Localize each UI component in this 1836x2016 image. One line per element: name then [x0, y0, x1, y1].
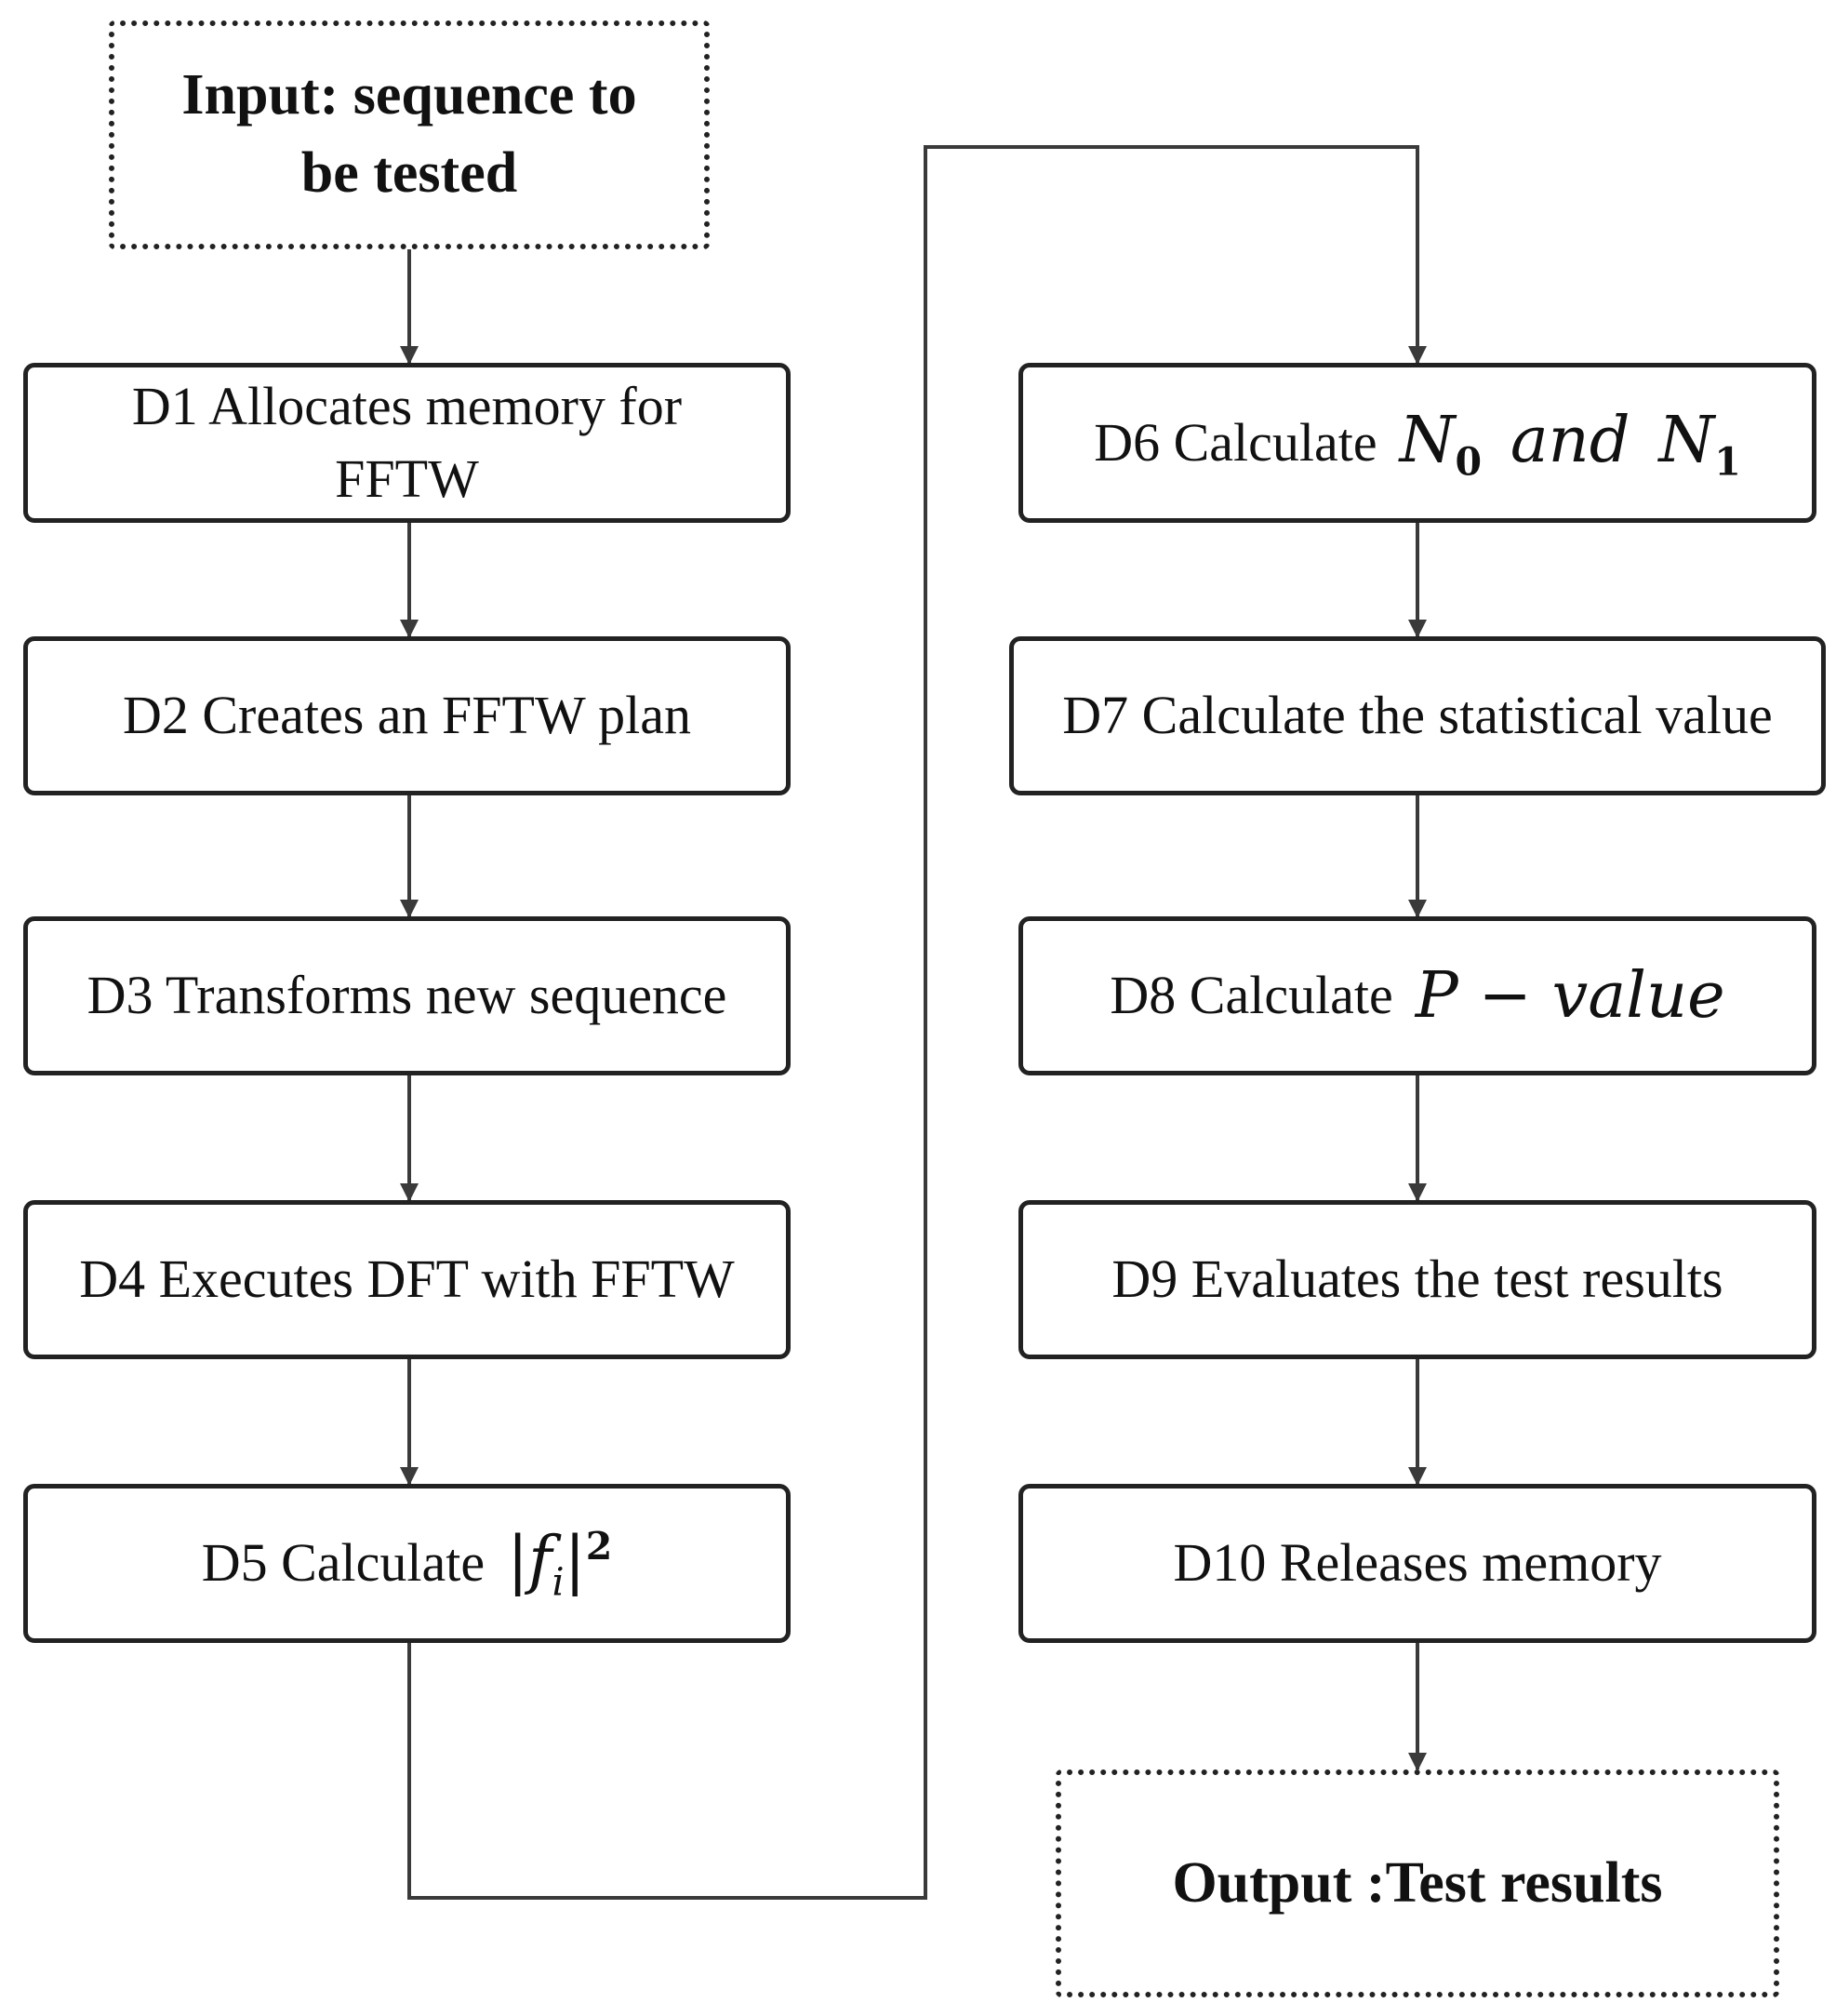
step-d1-label: D1 Allocates memory for FFTW: [131, 375, 683, 509]
step-d5-subscript: i: [552, 1560, 565, 1606]
step-d6-label: D6 Calculate: [1094, 411, 1377, 473]
step-d9-label: D9 Evaluates the test results: [1111, 1248, 1723, 1310]
step-d5-label: D5 Calculate: [201, 1532, 486, 1594]
output-node: Output :Test results: [1056, 1769, 1779, 1997]
step-d5-var: f: [528, 1523, 552, 1598]
step-d6-var-b: N: [1658, 403, 1715, 478]
step-d10: D10 Releases memory: [1018, 1484, 1816, 1643]
step-d4: D4 Executes DFT with FFTW: [23, 1200, 791, 1359]
step-d5-formula: |fi|2: [507, 1523, 613, 1606]
step-d6-sub-b: 1: [1714, 439, 1741, 486]
step-d8-formula: P − value: [1416, 953, 1725, 1038]
step-d9: D9 Evaluates the test results: [1018, 1200, 1816, 1359]
input-node: Input: sequence to be tested: [109, 20, 710, 249]
step-d8-minus: −: [1478, 958, 1532, 1034]
arrow-d5-to-d6: [407, 145, 1427, 1900]
step-d3-label: D3 Transforms new sequence: [86, 965, 727, 1026]
input-line-1: Input: sequence to: [181, 63, 637, 127]
input-line-2: be tested: [300, 141, 518, 205]
step-d7-label: D7 Calculate the statistical value: [1062, 685, 1773, 746]
output-label: Output :Test results: [1172, 1850, 1663, 1915]
step-d8: D8 Calculate P − value: [1018, 916, 1816, 1075]
step-d8-value: value: [1551, 958, 1725, 1034]
step-d6-sub-a: 0: [1455, 439, 1483, 486]
step-d2: D2 Creates an FFTW plan: [23, 636, 791, 795]
step-d2-label: D2 Creates an FFTW plan: [122, 685, 692, 746]
step-d3: D3 Transforms new sequence: [23, 916, 791, 1075]
step-d10-label: D10 Releases memory: [1173, 1532, 1662, 1594]
step-d1: D1 Allocates memory for FFTW: [23, 363, 791, 523]
step-d5-superscript: 2: [585, 1523, 613, 1569]
step-d4-label: D4 Executes DFT with FFTW: [79, 1248, 735, 1310]
step-d6-conj: and: [1510, 403, 1630, 478]
step-d5: D5 Calculate |fi|2: [23, 1484, 791, 1643]
step-d8-label: D8 Calculate: [1110, 965, 1393, 1026]
step-d8-p: P: [1415, 958, 1458, 1034]
step-d7: D7 Calculate the statistical value: [1009, 636, 1826, 795]
step-d6-var-a: N: [1399, 403, 1456, 478]
